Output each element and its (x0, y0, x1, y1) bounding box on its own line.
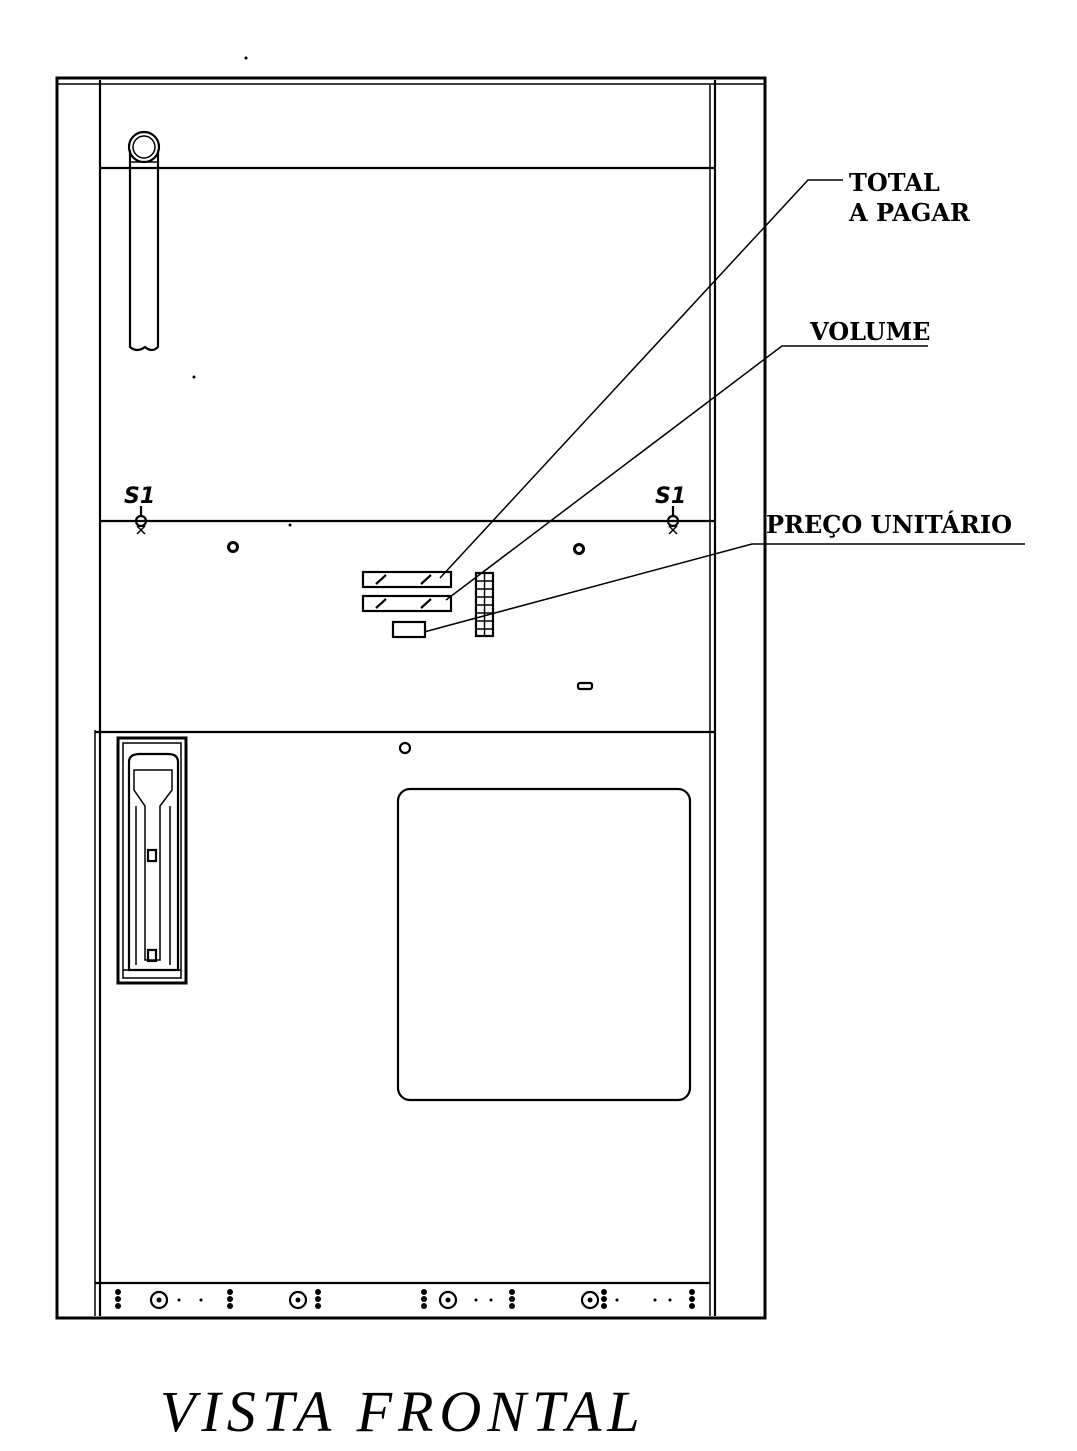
lower-panel-hole (398, 741, 412, 755)
small-slot (576, 681, 594, 691)
label-total-line2: A PAGAR (848, 198, 971, 227)
hose-pipe (127, 130, 161, 352)
label-total-line1: TOTAL (849, 168, 940, 197)
leader-lines (423, 179, 1025, 633)
drawing-title: VISTA FRONTAL (160, 1379, 646, 1444)
cabinet-frame (55, 76, 767, 1320)
sensor-right: S1 (655, 484, 686, 535)
stray-marks (192, 56, 292, 527)
display-volume (361, 594, 453, 613)
display-total (361, 570, 453, 589)
keypad-grid (474, 571, 495, 638)
sensor-left: S1 (124, 484, 155, 535)
bottom-fastener-strip (115, 1289, 695, 1310)
label-unit-price: PREÇO UNITÁRIO (766, 510, 1012, 539)
sensor-left-label: S1 (124, 484, 155, 509)
sensor-right-label: S1 (655, 484, 686, 509)
label-volume: VOLUME (809, 317, 930, 346)
panel-screws (227, 541, 585, 555)
nozzle-holster (116, 736, 188, 985)
display-unit-price (391, 620, 427, 639)
access-window (396, 787, 692, 1102)
